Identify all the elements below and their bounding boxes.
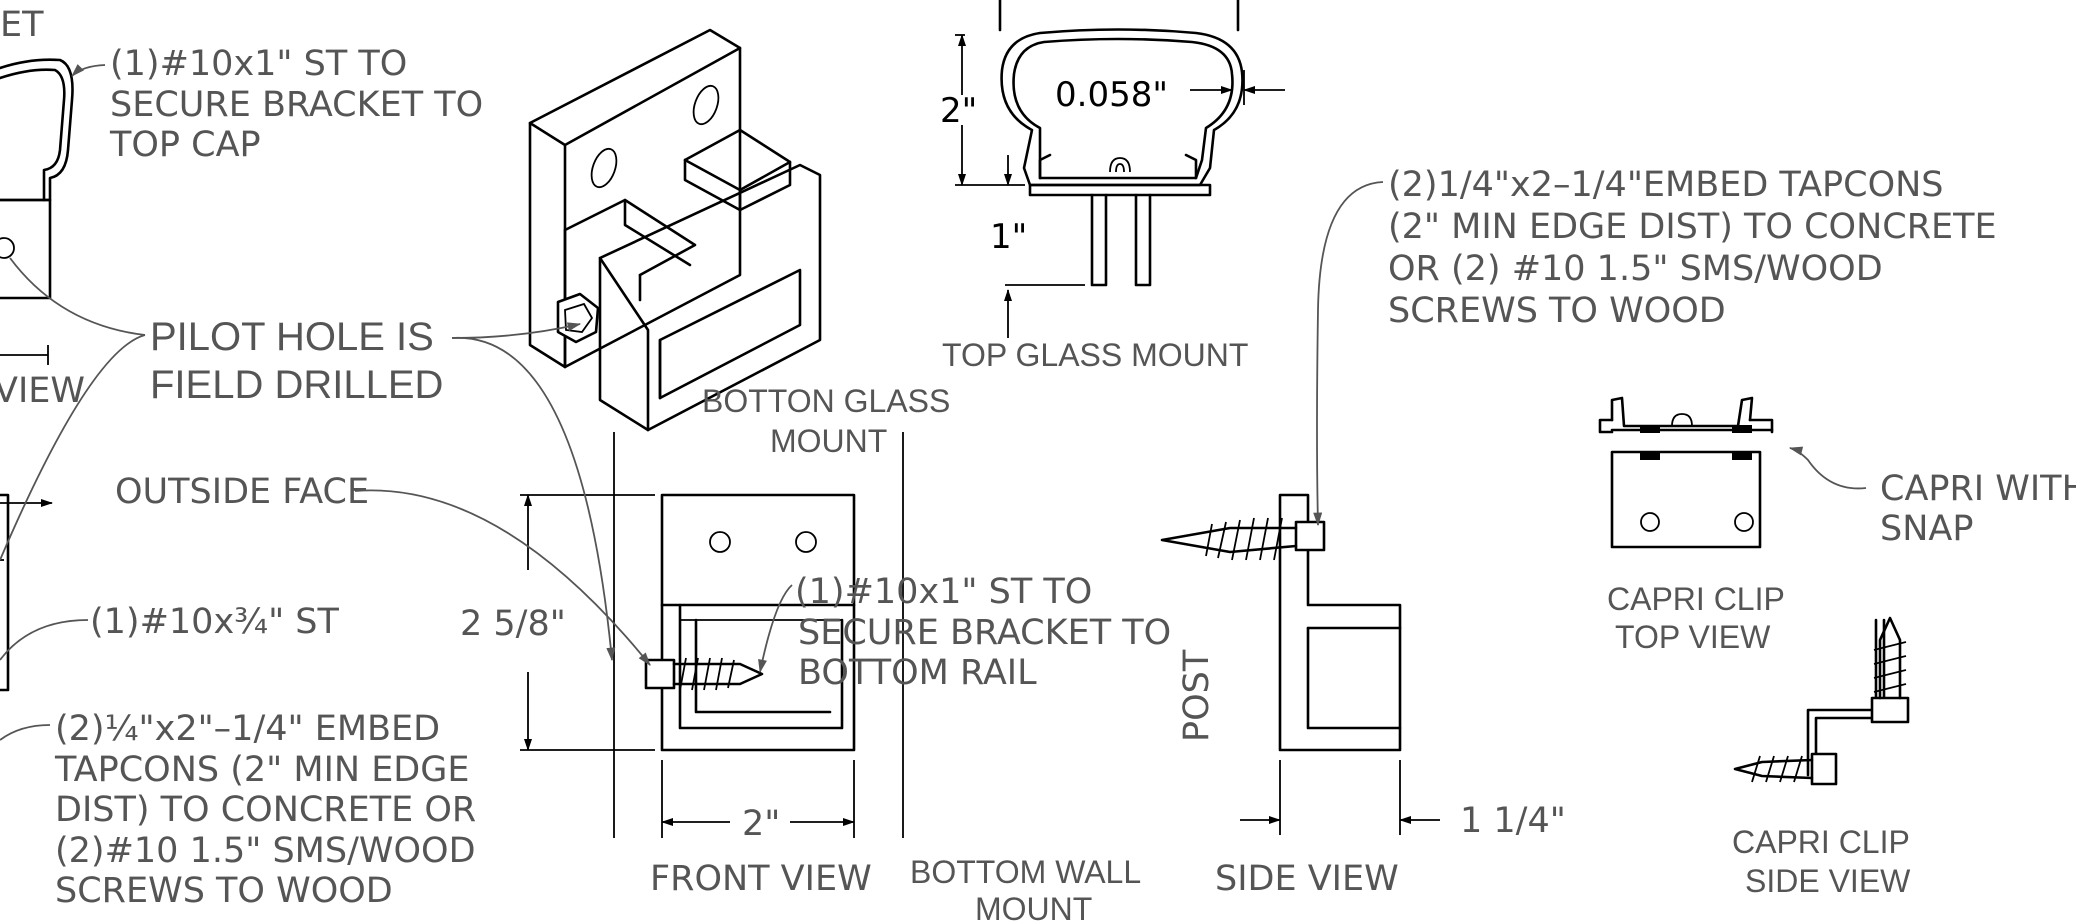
isometric-bracket	[528, 28, 822, 432]
front-view-label: FRONT VIEW	[650, 859, 872, 899]
bottom-glass-mount-label-1: BOTTON GLASS	[702, 383, 950, 419]
dim-1-1-4-label: 1 1/4"	[1460, 801, 1566, 841]
pilot-hole-label-1: PILOT HOLE IS	[150, 315, 434, 359]
tapcons-left-label-5: SCREWS TO WOOD	[55, 871, 393, 911]
side-view-bracket	[1160, 493, 1440, 835]
annotations: ET (1)#10x1" ST TO SECURE BRACKET TO TOP…	[0, 5, 2076, 923]
tapcons-right-label-3: OR (2) #10 1.5" SMS/WOOD	[1388, 249, 1883, 289]
partial-top-label: ET	[0, 5, 44, 45]
capri-with-snap-label-1: CAPRI WITH	[1880, 469, 2076, 509]
leader-lines	[0, 64, 1867, 741]
bottom-wall-mount-label-1: BOTTOM WALL	[910, 854, 1141, 890]
capri-clip-side-view	[1733, 616, 1910, 786]
dim-0058-label: 0.058"	[1055, 75, 1168, 115]
st-top-cap-label-3: TOP CAP	[109, 125, 261, 165]
tapcons-left-label-3: DIST) TO CONCRETE OR	[55, 790, 476, 830]
top-glass-mount-label: TOP GLASS MOUNT	[942, 337, 1248, 373]
dim-height-label: 2 5/8"	[460, 604, 566, 644]
capri-clip-top-view	[1598, 396, 1774, 549]
capri-with-snap-label-2: SNAP	[1880, 509, 1973, 549]
tapcons-right-label-4: SCREWS TO WOOD	[1388, 291, 1726, 331]
outside-face-label: OUTSIDE FACE	[115, 472, 369, 512]
st-bottom-rail-label-1: (1)#10x1" ST TO	[795, 572, 1092, 612]
capri-side-view-label-2: SIDE VIEW	[1745, 863, 1911, 899]
front-view-bracket	[520, 432, 904, 838]
dim-2in-label: 2"	[940, 91, 977, 131]
pilot-hole-label-2: FIELD DRILLED	[150, 363, 443, 407]
side-view-label: SIDE VIEW	[1215, 859, 1399, 899]
st-three-quarter-label: (1)#10x¾" ST	[90, 602, 340, 642]
st-bottom-rail-label-2: SECURE BRACKET TO	[798, 613, 1171, 653]
tapcons-right-label-1: (2)1/4"x2–1/4"EMBED TAPCONS	[1388, 165, 1944, 205]
dim-width-label: 2"	[742, 804, 780, 844]
tapcons-right-label-2: (2" MIN EDGE DIST) TO CONCRETE	[1388, 207, 1997, 247]
bottom-wall-mount-label-2: MOUNT	[975, 891, 1092, 923]
capri-side-view-label-1: CAPRI CLIP	[1732, 824, 1910, 860]
st-bottom-rail-label-3: BOTTOM RAIL	[798, 653, 1037, 693]
dim-1in-label: 1"	[990, 217, 1027, 257]
bottom-glass-mount-label-2: MOUNT	[770, 423, 887, 459]
st-top-cap-label-1: (1)#10x1" ST TO	[110, 44, 407, 84]
tapcons-left-label-4: (2)#10 1.5" SMS/WOOD	[55, 831, 476, 871]
partial-view-label: VIEW	[0, 371, 85, 411]
capri-top-view-label-2: TOP VIEW	[1615, 619, 1771, 655]
left-partial-view	[0, 58, 74, 692]
post-label: POST	[1177, 649, 1217, 742]
st-top-cap-label-2: SECURE BRACKET TO	[110, 85, 483, 125]
tapcons-left-label-2: TAPCONS (2" MIN EDGE	[54, 750, 470, 790]
top-glass-mount	[955, 0, 1285, 338]
capri-top-view-label-1: CAPRI CLIP	[1607, 581, 1785, 617]
tapcons-left-label-1: (2)¼"x2"–1/4" EMBED	[55, 709, 440, 749]
